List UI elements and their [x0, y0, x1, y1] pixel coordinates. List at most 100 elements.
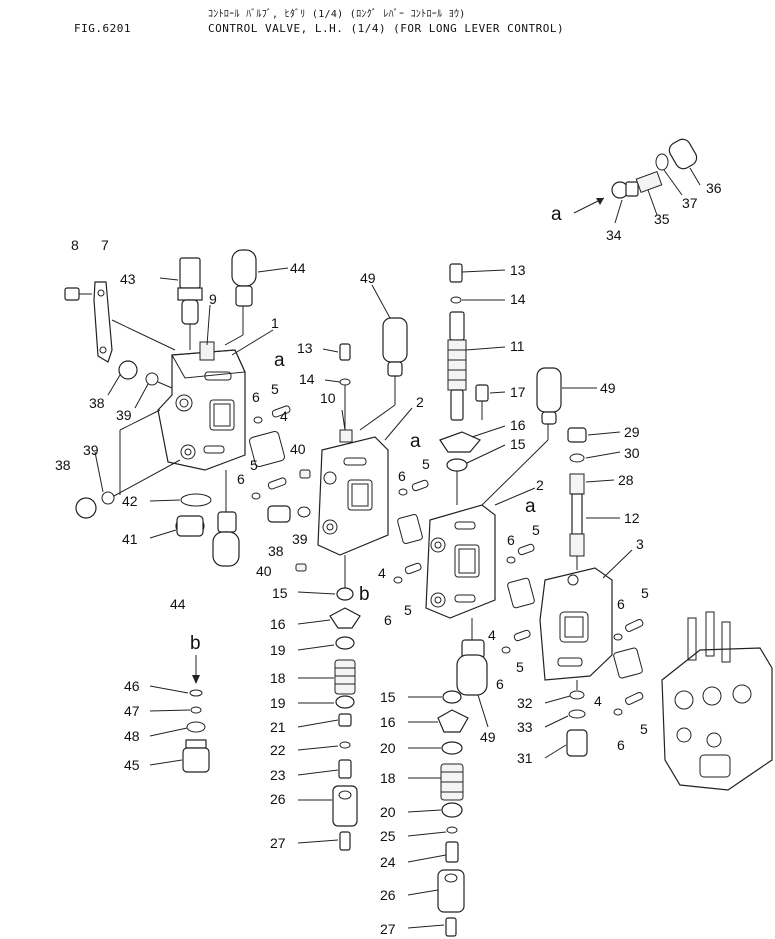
marker-b-2: b [190, 633, 201, 654]
detail-a-parts [573, 138, 698, 214]
label-6-g: 6 [617, 596, 625, 612]
label-15-top: 15 [510, 436, 526, 452]
marker-a-2: a [410, 431, 421, 452]
label-18-low: 18 [380, 770, 396, 786]
spool-stack-middle [329, 555, 361, 851]
label-38-upper: 38 [89, 395, 105, 411]
label-49-mid: 49 [360, 270, 376, 286]
label-6-f: 6 [496, 676, 504, 692]
label-14-left: 14 [299, 371, 315, 387]
label-5-c: 5 [422, 456, 430, 472]
label-46: 46 [124, 678, 140, 694]
label-40-a: 40 [290, 441, 306, 457]
detail-b-parts [182, 655, 210, 773]
label-49-right: 49 [600, 380, 616, 396]
label-33: 33 [517, 719, 533, 735]
label-12: 12 [624, 510, 640, 526]
label-27-low: 27 [380, 921, 396, 937]
label-38-lower: 38 [55, 457, 71, 473]
label-26-mid: 26 [270, 791, 286, 807]
bracket-7 [93, 281, 113, 363]
label-6-d: 6 [507, 532, 515, 548]
label-45: 45 [124, 757, 140, 773]
cap-49-middle [359, 317, 408, 431]
o-ring-42 [180, 493, 212, 507]
label-6-c: 6 [398, 468, 406, 484]
label-16-top: 16 [510, 417, 526, 433]
leader-lines [94, 167, 701, 929]
fitting-13-left [339, 343, 351, 361]
label-10: 10 [320, 390, 336, 406]
label-9: 9 [209, 291, 217, 307]
label-20-b: 20 [380, 804, 396, 820]
label-15-mid: 15 [272, 585, 288, 601]
label-42: 42 [122, 493, 138, 509]
plug-38-upper [118, 360, 138, 380]
label-6-e: 6 [384, 612, 392, 628]
label-15-low: 15 [380, 689, 396, 705]
label-29: 29 [624, 424, 640, 440]
label-47: 47 [124, 703, 140, 719]
valve-section-3 [539, 567, 613, 681]
label-19-a: 19 [270, 642, 286, 658]
label-2-mid: 2 [416, 394, 424, 410]
relief-valve-43 [177, 257, 203, 350]
label-17: 17 [510, 384, 526, 400]
cap-44-upper [224, 249, 257, 346]
label-5-g: 5 [641, 585, 649, 601]
cap-49-right [481, 367, 562, 506]
cap-49-lower [456, 618, 488, 696]
label-27-mid: 27 [270, 835, 286, 851]
label-44-lower: 44 [170, 596, 186, 612]
marker-a-1: a [274, 350, 285, 371]
label-34: 34 [606, 227, 622, 243]
part-labels: 8 7 43 44 9 1 38 39 6 5 4 39 38 5 40 6 4… [55, 180, 722, 937]
label-14-right: 14 [510, 291, 526, 307]
figure-number: FIG.6201 [74, 22, 131, 35]
plug-38-lower [75, 497, 97, 519]
valve-section-2-middle [317, 429, 389, 556]
label-21: 21 [270, 719, 286, 735]
label-35: 35 [654, 211, 670, 227]
label-8: 8 [71, 237, 79, 253]
label-23: 23 [270, 767, 286, 783]
marker-b-1: b [359, 584, 370, 605]
plug-31 [566, 729, 588, 757]
label-40-b: 40 [256, 563, 272, 579]
label-49-lower: 49 [480, 729, 496, 745]
label-43: 43 [120, 271, 136, 287]
label-25: 25 [380, 828, 396, 844]
label-6-a: 6 [252, 389, 260, 405]
label-11: 11 [510, 338, 525, 354]
label-13-left: 13 [297, 340, 313, 356]
label-6-h: 6 [617, 737, 625, 753]
label-20-a: 20 [380, 740, 396, 756]
label-16-mid: 16 [270, 616, 286, 632]
label-5-a: 5 [271, 381, 279, 397]
bolt-17 [475, 384, 489, 402]
label-48: 48 [124, 728, 140, 744]
label-32: 32 [517, 695, 533, 711]
valve-section-2-right [425, 504, 496, 619]
label-4-d: 4 [594, 693, 602, 709]
label-5-e: 5 [404, 602, 412, 618]
label-6-b: 6 [237, 471, 245, 487]
title-english: CONTROL VALVE, L.H. (1/4) (FOR LONG LEVE… [208, 22, 565, 35]
label-28: 28 [618, 472, 634, 488]
label-37: 37 [682, 195, 698, 211]
label-26-low: 26 [380, 887, 396, 903]
label-39-upper: 39 [116, 407, 132, 423]
label-7: 7 [101, 237, 109, 253]
spool-12 [567, 427, 587, 570]
title-japanese: ｺﾝﾄﾛｰﾙ ﾊﾞﾙﾌﾞ, ﾋﾀﾞﾘ (1/4) (ﾛﾝｸﾞ ﾚﾊﾞｰ ｺﾝﾄﾛ… [208, 9, 466, 20]
label-16-low: 16 [380, 714, 396, 730]
marker-a-3: a [525, 496, 536, 517]
label-22: 22 [270, 742, 286, 758]
label-3: 3 [636, 536, 644, 552]
label-1: 1 [271, 315, 279, 331]
label-4-a: 4 [280, 408, 288, 424]
spool-stack-right [437, 690, 469, 937]
label-39-mid: 39 [292, 531, 308, 547]
flange-16 [439, 431, 481, 453]
